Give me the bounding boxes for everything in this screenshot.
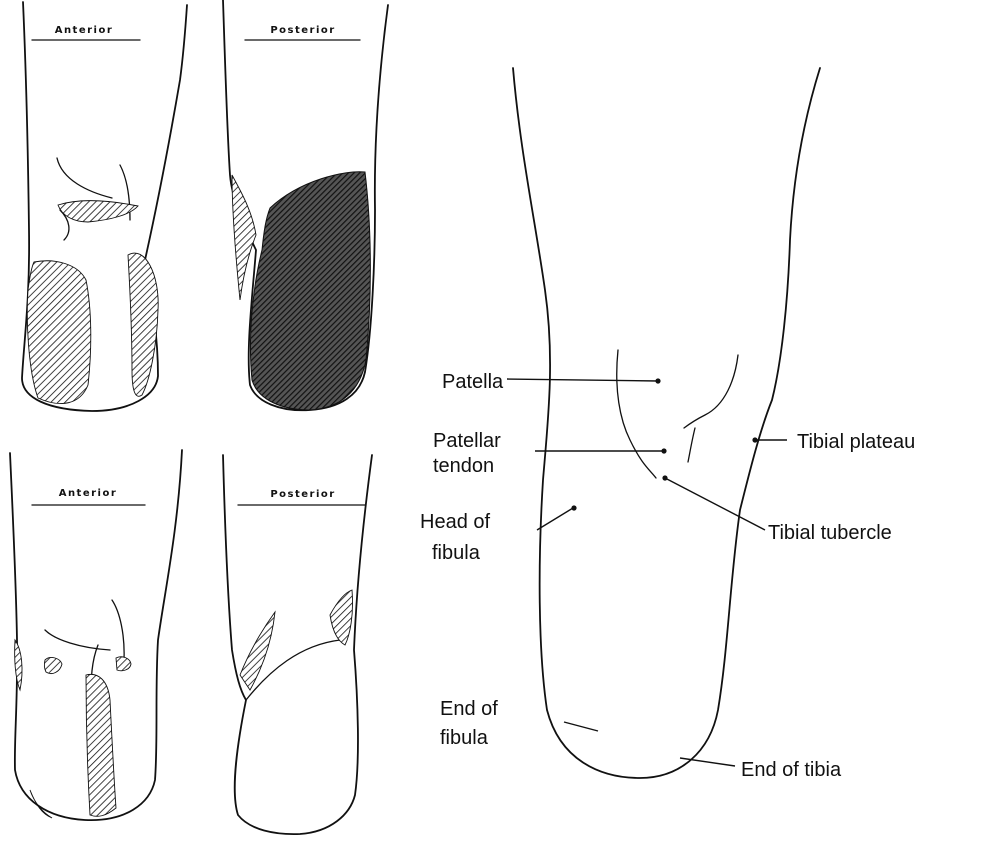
pressure-area [15, 640, 22, 690]
limb-outline [223, 455, 372, 834]
pointer-dot [752, 437, 757, 442]
panel-bottom-anterior: Anterior [10, 450, 182, 820]
label-head-of-fibula-line2: fibula [432, 542, 481, 564]
pressure-area [128, 253, 158, 396]
label-end-of-fibula-line2: fibula [440, 727, 489, 749]
panel-bottom-posterior: Posterior [223, 455, 372, 834]
pressure-area [330, 590, 353, 645]
pointer-dot [655, 378, 660, 383]
label-end-of-fibula-line1: End of [440, 698, 498, 720]
pressure-area [30, 790, 52, 818]
label-patellar-tendon-line1: Patellar [433, 430, 501, 452]
view-label-top-anterior: Anterior [55, 25, 114, 36]
patella-contour [617, 350, 656, 478]
view-label-top-posterior: Posterior [270, 25, 335, 36]
view-label-bottom-anterior: Anterior [59, 488, 118, 499]
label-tibial-plateau: Tibial plateau [797, 431, 915, 453]
leader-tibial-tubercle [665, 478, 765, 530]
label-head-of-fibula-line1: Head of [420, 511, 490, 533]
pressure-area [27, 261, 90, 404]
patella-contour [684, 355, 738, 428]
label-patellar-tendon-line2: tendon [433, 455, 494, 477]
pointer-dot [571, 505, 576, 510]
leader-end-of-fibula [564, 722, 598, 731]
anatomy-labels: Patella Patellar tendon Head of fibula E… [420, 371, 915, 781]
patella-contour [57, 158, 112, 198]
leader-patella [507, 379, 658, 381]
tendon-contour [688, 428, 695, 462]
limb-outline [513, 68, 820, 778]
label-patella: Patella [442, 371, 504, 393]
label-end-of-tibia: End of tibia [741, 759, 842, 781]
leader-head-of-fibula [537, 508, 573, 530]
pressure-area [58, 201, 138, 222]
labeled-limb-diagram [513, 68, 820, 778]
patella-contour [45, 630, 110, 650]
pressure-area [116, 657, 131, 671]
label-tibial-tubercle: Tibial tubercle [768, 522, 892, 544]
pressure-area [240, 612, 275, 690]
pointer-dot [662, 475, 667, 480]
pressure-area [44, 657, 62, 673]
pressure-area [86, 674, 116, 816]
view-label-bottom-posterior: Posterior [270, 489, 335, 500]
panel-top-anterior: Anterior [22, 2, 187, 411]
pointer-dot [661, 448, 666, 453]
panel-top-posterior: Posterior [223, 0, 388, 410]
leader-lines [507, 378, 787, 766]
pressure-area [250, 172, 370, 410]
pressure-area [232, 175, 256, 300]
patella-contour [112, 600, 124, 660]
